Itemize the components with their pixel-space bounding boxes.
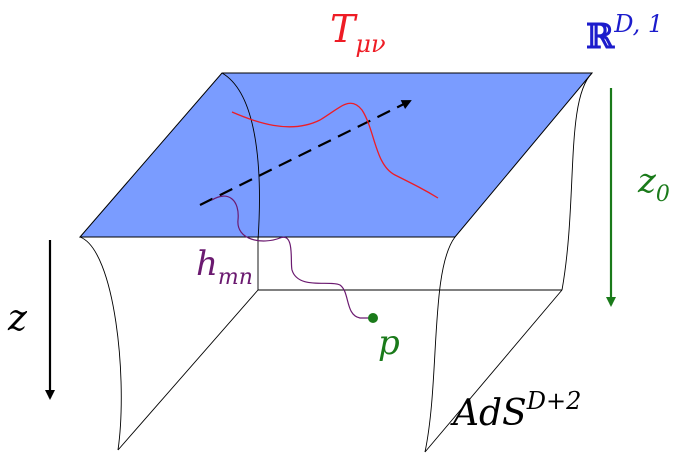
bulk-edge-front-right xyxy=(424,236,456,453)
bulk-edge-back-right xyxy=(561,72,593,291)
bulk-point-marker xyxy=(368,313,378,323)
graviton-label: hmn xyxy=(196,244,253,290)
stress-tensor-curve xyxy=(231,102,439,199)
graviton-curve xyxy=(211,195,372,319)
bulk-edge-front-left xyxy=(79,236,122,451)
dashed-arrow xyxy=(199,100,412,206)
bulk-label: AdSD+2 xyxy=(450,387,581,434)
bulk-wireframe xyxy=(79,72,593,453)
bulk-bottom-left xyxy=(117,289,259,451)
bulk-edge-back-left-upper xyxy=(221,72,260,241)
boundary-label: ℝD, 1 xyxy=(586,10,663,57)
boundary-plane xyxy=(78,72,594,238)
z0-label: z0 xyxy=(637,161,670,207)
stress-tensor-label: Tμν xyxy=(330,7,386,58)
bulk-point-label: p xyxy=(378,323,400,363)
z-axis-label: z xyxy=(7,298,28,339)
bulk-bottom-right xyxy=(424,289,563,453)
